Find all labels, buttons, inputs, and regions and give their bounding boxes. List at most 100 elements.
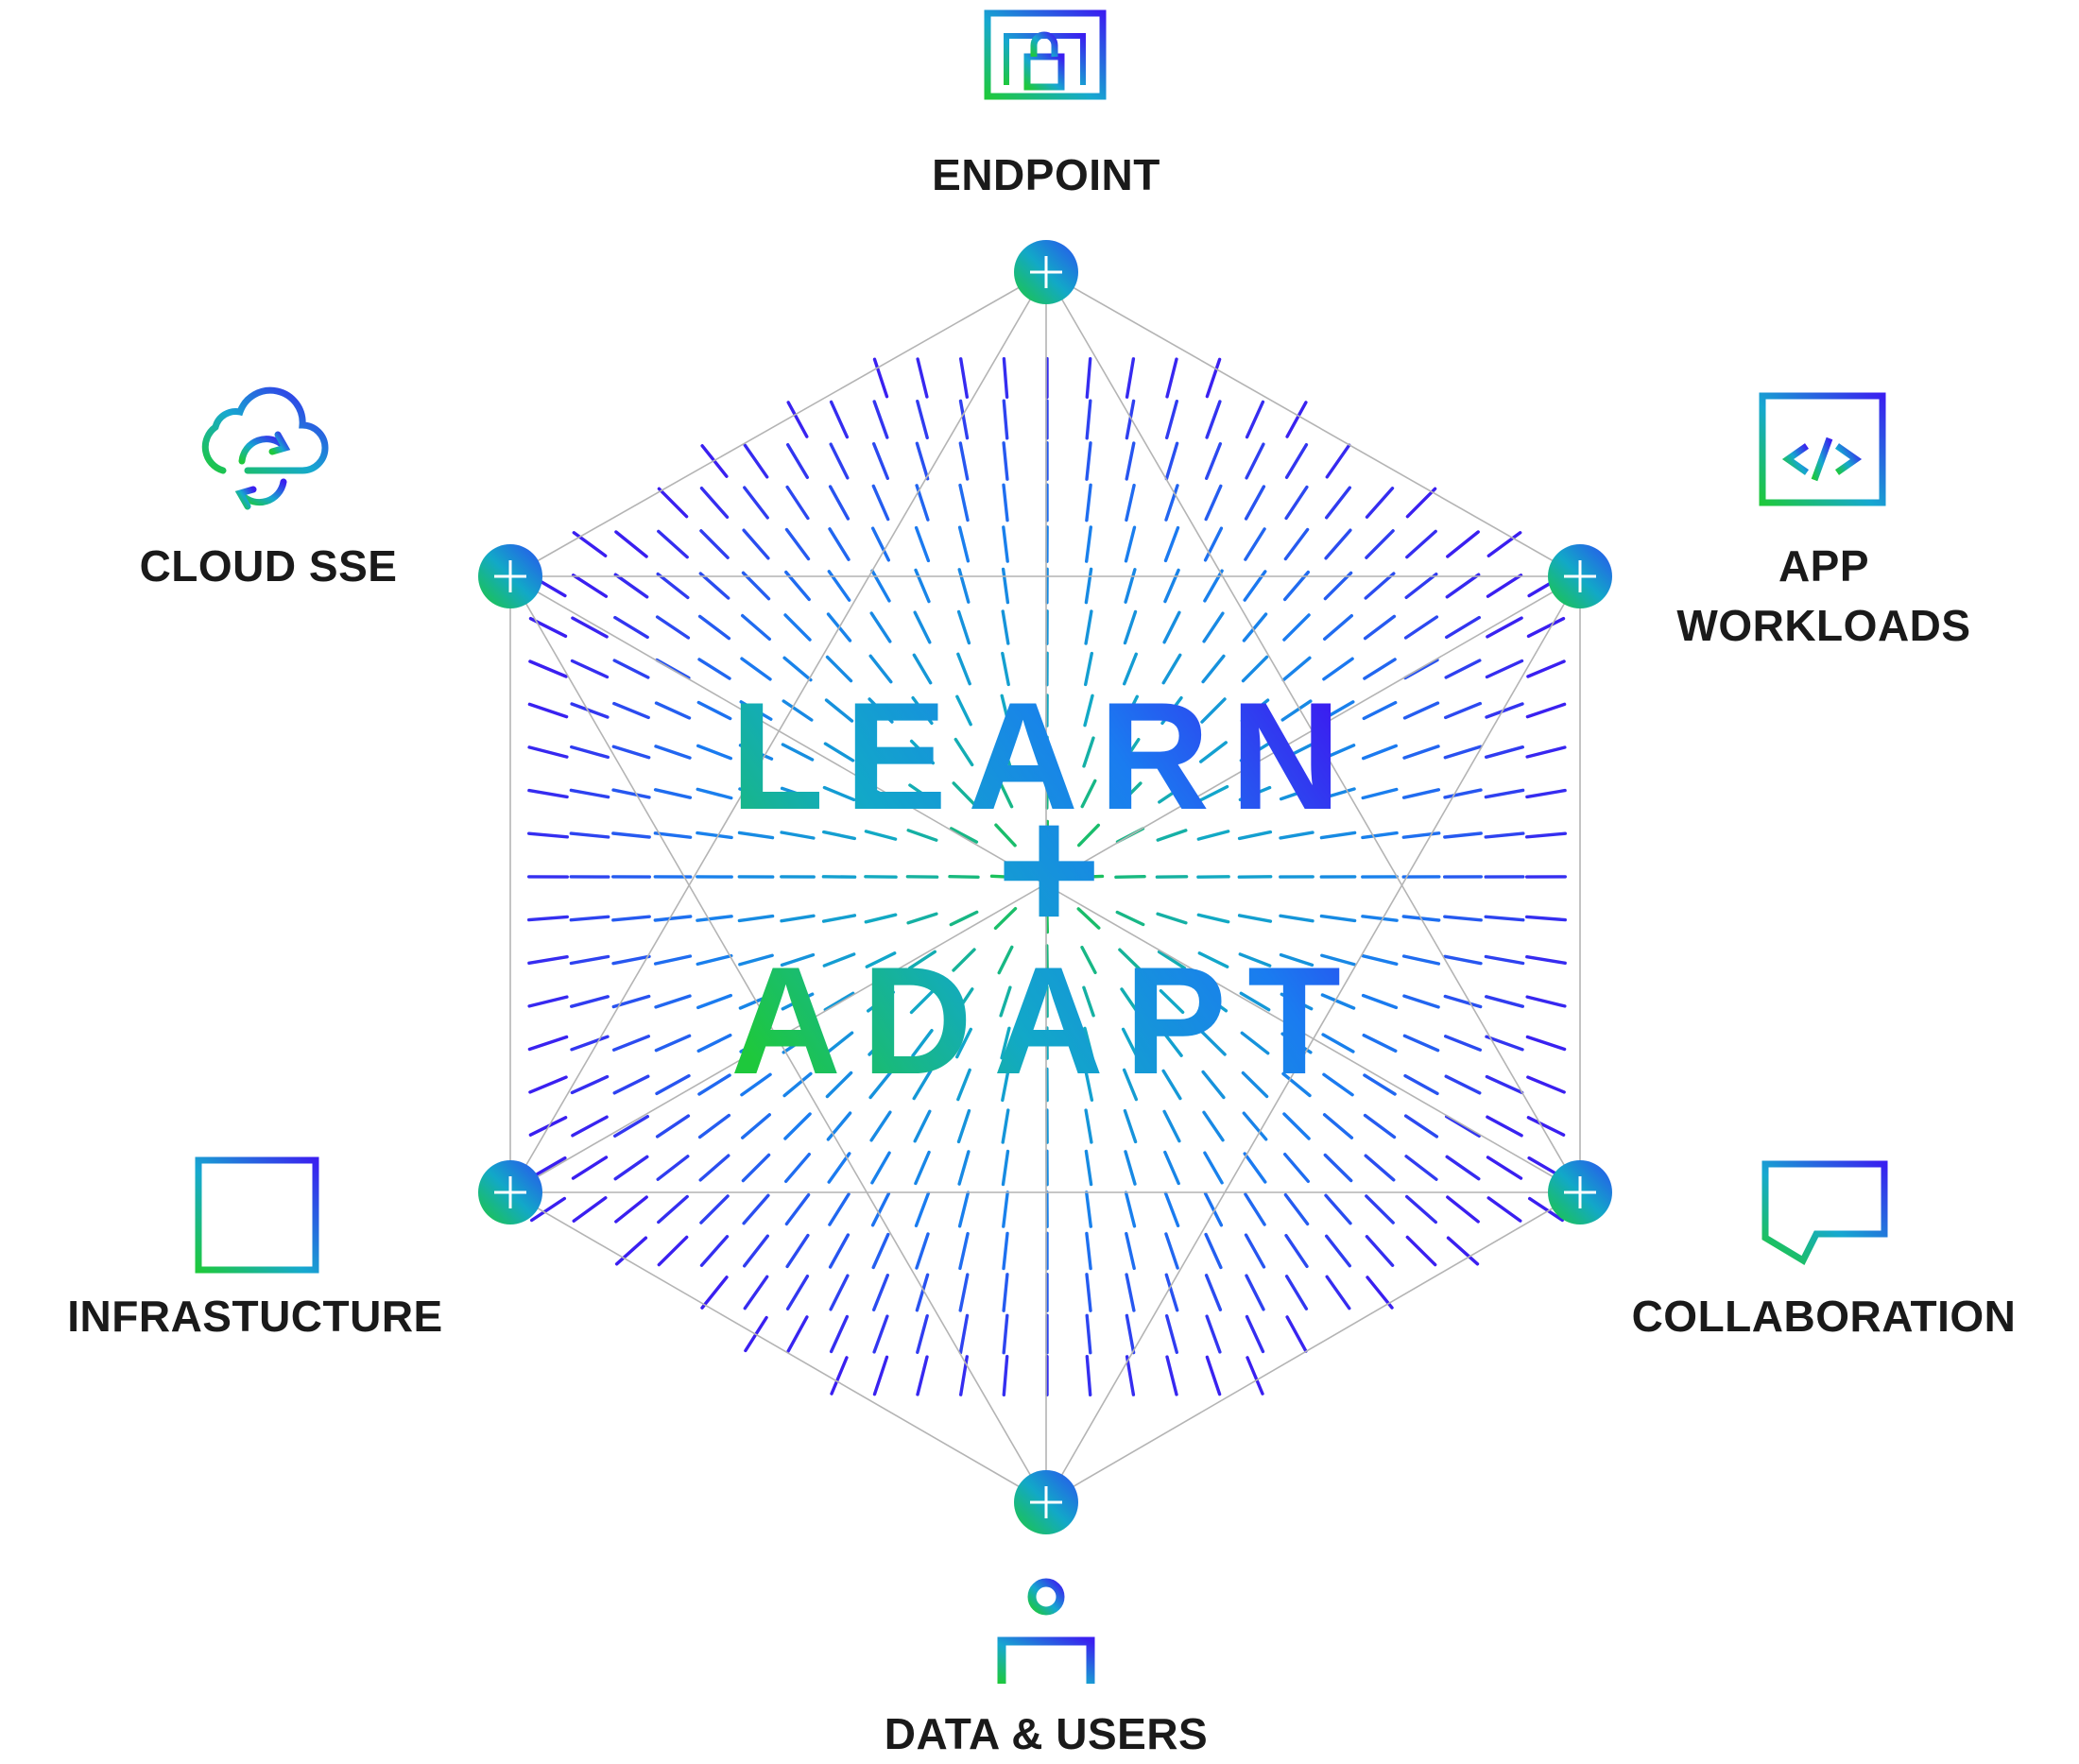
radial-tick — [571, 833, 608, 837]
radial-tick — [832, 1358, 847, 1394]
radial-tick — [1158, 914, 1186, 922]
radial-tick — [1246, 529, 1264, 559]
radial-tick — [744, 1195, 768, 1223]
radial-tick — [571, 916, 608, 919]
radial-tick — [1486, 704, 1522, 717]
radial-tick — [1407, 531, 1435, 557]
radial-tick — [1164, 612, 1179, 642]
radial-tick — [1004, 401, 1006, 438]
radial-tick — [1527, 791, 1565, 797]
radial-tick — [1087, 1357, 1090, 1396]
radial-tick — [1327, 445, 1349, 477]
radial-tick — [787, 488, 808, 519]
cloud-sync-icon — [205, 390, 325, 506]
radial-tick — [1004, 527, 1007, 561]
radial-tick — [571, 957, 608, 964]
radial-tick — [1165, 570, 1178, 601]
radial-tick — [1486, 747, 1523, 758]
radial-tick — [830, 1194, 849, 1225]
radial-tick — [831, 1276, 848, 1310]
node-endpoint[interactable] — [1014, 240, 1078, 304]
radial-tick — [656, 996, 690, 1007]
radial-tick — [615, 1156, 647, 1178]
radial-tick — [1207, 402, 1220, 437]
radial-tick — [1087, 485, 1091, 520]
radial-tick — [1126, 527, 1135, 561]
radial-tick — [1087, 401, 1091, 438]
radial-tick — [831, 444, 848, 478]
radial-tick — [1527, 997, 1565, 1006]
node-cloud-sse[interactable] — [478, 544, 542, 608]
radial-tick — [697, 956, 731, 965]
radial-tick — [1166, 1275, 1177, 1310]
radial-tick — [1167, 402, 1177, 438]
radial-tick — [1486, 833, 1523, 837]
radial-tick — [1284, 1114, 1309, 1139]
radial-tick — [1447, 1156, 1479, 1178]
radial-tick — [1285, 1195, 1307, 1225]
radial-tick — [530, 1077, 566, 1092]
radial-tick — [1448, 1197, 1478, 1222]
radial-tick — [658, 574, 688, 598]
radial-tick — [745, 1276, 766, 1308]
radial-tick — [872, 1153, 889, 1183]
radial-tick — [529, 997, 567, 1006]
radial-tick — [1126, 1192, 1135, 1226]
radial-tick — [1206, 486, 1221, 519]
radial-tick — [824, 916, 855, 921]
radial-tick — [1404, 996, 1438, 1007]
radial-tick — [1406, 1156, 1436, 1179]
radial-tick — [1004, 485, 1007, 520]
radial-tick — [960, 527, 969, 561]
radial-tick — [786, 1195, 808, 1225]
node-app-workloads[interactable] — [1548, 544, 1612, 608]
radial-tick — [613, 790, 649, 797]
radial-tick — [1246, 1276, 1263, 1310]
radial-tick — [831, 487, 849, 519]
radial-tick — [871, 613, 890, 642]
radial-tick — [655, 916, 690, 920]
radial-tick — [785, 615, 810, 640]
radial-tick — [1406, 1116, 1437, 1137]
node-data-users[interactable] — [1014, 1470, 1078, 1534]
radial-tick — [961, 1357, 968, 1395]
radial-tick — [1125, 1152, 1135, 1184]
radial-tick — [1366, 1116, 1395, 1138]
node-infrastucture[interactable] — [478, 1160, 542, 1225]
radial-tick — [1446, 1076, 1480, 1093]
radial-tick — [788, 445, 808, 478]
radial-tick — [1284, 615, 1309, 640]
radial-tick — [1327, 1236, 1350, 1265]
radial-tick — [960, 443, 967, 479]
radial-tick — [697, 833, 731, 838]
radial-tick — [917, 443, 927, 478]
radial-tick — [1364, 703, 1395, 719]
radial-tick — [831, 1235, 849, 1267]
radial-tick — [701, 531, 728, 557]
radial-tick — [743, 1155, 768, 1180]
radial-tick — [700, 1116, 730, 1138]
radial-tick — [574, 533, 605, 556]
radial-tick — [529, 704, 566, 716]
radial-tick — [873, 1193, 889, 1225]
radial-tick — [659, 531, 687, 557]
radial-tick — [1126, 1234, 1134, 1269]
node-collaboration[interactable] — [1548, 1160, 1612, 1225]
radial-tick — [1207, 1276, 1221, 1310]
radial-tick — [874, 444, 888, 479]
radial-tick — [960, 1275, 968, 1310]
radial-tick — [1445, 916, 1481, 920]
radial-tick — [1126, 443, 1134, 479]
radial-tick — [529, 791, 567, 797]
radial-tick — [745, 445, 766, 477]
radial-tick — [744, 530, 768, 558]
radial-tick — [616, 1197, 646, 1222]
radial-tick — [572, 704, 608, 717]
radial-tick — [745, 1236, 768, 1266]
radial-tick — [698, 703, 730, 719]
radial-tick — [1087, 1275, 1091, 1310]
radial-tick — [1527, 1037, 1564, 1050]
radial-tick — [1126, 1275, 1134, 1310]
radial-tick — [1004, 1192, 1007, 1226]
